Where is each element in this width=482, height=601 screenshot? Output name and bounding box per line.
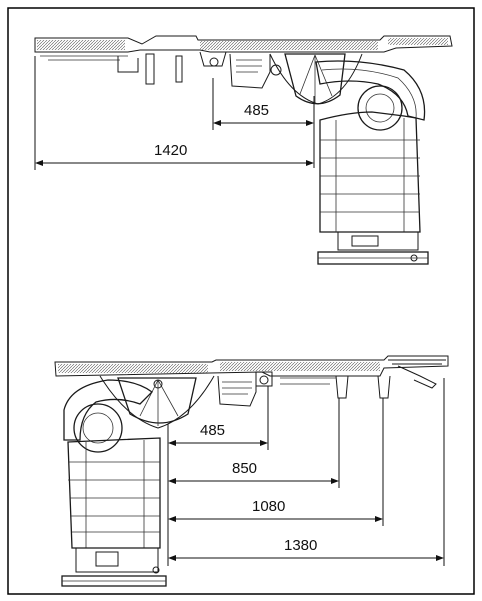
- bottom-dimension-1380: 1380: [284, 537, 317, 554]
- bottom-dimension-lines: [167, 378, 445, 566]
- bottom-dimension-850: 850: [232, 460, 257, 477]
- bottom-dimension-485: 485: [200, 422, 225, 439]
- bottom-table-drawing: [54, 355, 449, 587]
- diagram-frame: [7, 7, 475, 595]
- top-table-drawing: [34, 35, 453, 265]
- bottom-dimension-1080: 1080: [252, 498, 285, 515]
- top-dimension-1420: 1420: [154, 142, 187, 159]
- top-dimension-lines: [34, 56, 315, 170]
- top-dimension-485: 485: [244, 102, 269, 119]
